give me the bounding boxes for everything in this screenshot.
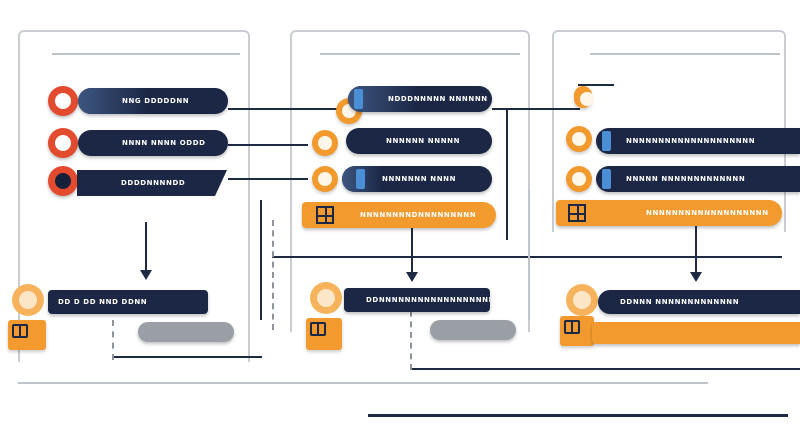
mid-pill-2-label: NNNNNN NNNNN — [386, 137, 461, 145]
right-ring-1-icon — [566, 126, 592, 152]
mid-bottom-lock-icon — [306, 318, 342, 350]
mid-grid-icon — [316, 206, 334, 224]
left-bottom-pill[interactable]: DD D DD NND DDNN — [48, 290, 208, 314]
pill-gloss — [78, 88, 148, 114]
right-bottom-ring-icon — [566, 284, 598, 316]
mid-bottom-ring-icon — [310, 282, 342, 314]
mid-bottom-pill-label: DDNNNNNNNNNNNNNNNNNN — [366, 296, 490, 304]
left-pill-1-label: NNG DDDDDNN — [122, 97, 190, 105]
left-bottom-pill-label: DD D DD NND DDNN — [58, 298, 148, 306]
left-bottom-ring-icon — [12, 284, 44, 316]
arrow-stem-right — [695, 226, 697, 274]
mid-bottom-gray-pill[interactable] — [430, 320, 516, 340]
arrow-down-mid — [406, 272, 418, 282]
connector-1 — [228, 108, 348, 110]
dash-1 — [272, 220, 274, 330]
top-rule-right — [590, 53, 780, 55]
right-orange-label: NNNNNNNNNNNNNNNNNNN — [646, 209, 769, 217]
top-rule-mid — [320, 53, 520, 55]
right-bottom-lock-icon — [560, 316, 594, 346]
right-hook-icon — [574, 86, 594, 108]
right-pill-1[interactable]: NNNNNNNNNNNNNNNNNNNN — [596, 128, 800, 154]
mid-pill-1[interactable]: NDDDNNNNN NNNNNN — [348, 86, 492, 112]
mid-orange-label: NNNNNNNNDNNNNNNNNN — [360, 211, 477, 219]
connector-6 — [112, 356, 262, 358]
mid-pill-1-label: NDDDNNNNN NNNNNN — [388, 95, 488, 103]
left-column-frame — [18, 30, 250, 362]
right-orange-bar[interactable]: NNNNNNNNNNNNNNNNNNN — [556, 200, 782, 226]
right-pill-2-label: NNNNN NNNNNNNNNNNNN — [626, 175, 746, 183]
left-node-2[interactable] — [48, 128, 78, 158]
mid-orange-bar[interactable]: NNNNNNNNDNNNNNNNNN — [302, 202, 496, 228]
mid-pill-2[interactable]: NNNNNN NNNNN — [346, 128, 492, 154]
right-bottom-pill[interactable]: DDNNN NNNNNNNNNNNNN — [598, 290, 800, 314]
right-pill-2-tab-icon — [602, 169, 611, 189]
right-pill-1-label: NNNNNNNNNNNNNNNNNNNN — [626, 137, 756, 145]
left-banner-label: DDDDNNNNDD — [121, 179, 186, 187]
right-bottom-orange-bar[interactable] — [592, 322, 800, 344]
arrow-down-left — [140, 270, 152, 280]
dash-2 — [410, 300, 412, 370]
left-bottom-lock-icon — [8, 320, 46, 350]
left-bottom-gray-pill[interactable] — [138, 322, 234, 342]
vertical-link-1 — [260, 200, 262, 320]
connector-4 — [492, 108, 580, 110]
right-pill-1-tab-icon — [602, 131, 611, 151]
mid-pill-3-tab-icon — [356, 169, 365, 189]
arrow-stem-mid — [411, 228, 413, 274]
arrow-down-right — [690, 272, 702, 282]
mid-pill-3[interactable]: NNNNNNN NNNN — [342, 166, 492, 192]
right-hook — [578, 84, 614, 86]
bottom-rule — [368, 414, 788, 417]
mid-ring-2-icon — [312, 130, 338, 156]
top-rule-left — [52, 53, 240, 55]
connector-3 — [228, 178, 308, 180]
middle-column-frame — [290, 30, 530, 332]
left-node-3[interactable] — [48, 166, 78, 196]
vertical-rule-1 — [528, 190, 530, 320]
left-pill-2-label: NNNN NNNN ODDD — [122, 139, 206, 147]
connector-5 — [272, 256, 782, 258]
right-grid-icon — [568, 204, 586, 222]
left-pill-1[interactable]: NNG DDDDDNN — [78, 88, 228, 114]
right-bottom-pill-label: DDNNN NNNNNNNNNNNNN — [620, 298, 740, 306]
mid-ring-3-icon — [312, 166, 338, 192]
arrow-stem-left — [145, 222, 147, 272]
left-node-1[interactable] — [48, 86, 78, 116]
vertical-link-2 — [506, 110, 508, 240]
mid-pill-3-label: NNNNNNN NNNN — [382, 175, 457, 183]
mid-pill-1-tab-icon — [354, 89, 363, 109]
right-pill-2[interactable]: NNNNN NNNNNNNNNNNNN — [596, 166, 800, 192]
bottom-rule-left — [18, 382, 708, 384]
left-pill-2[interactable]: NNNN NNNN ODDD — [78, 130, 228, 156]
mid-bottom-pill[interactable]: DDNNNNNNNNNNNNNNNNNN — [344, 288, 490, 312]
dash-3 — [112, 320, 114, 360]
right-ring-2-icon — [566, 166, 592, 192]
connector-2 — [228, 144, 308, 146]
connector-7 — [412, 368, 800, 370]
left-banner[interactable]: DDDDNNNNDD — [77, 170, 227, 196]
